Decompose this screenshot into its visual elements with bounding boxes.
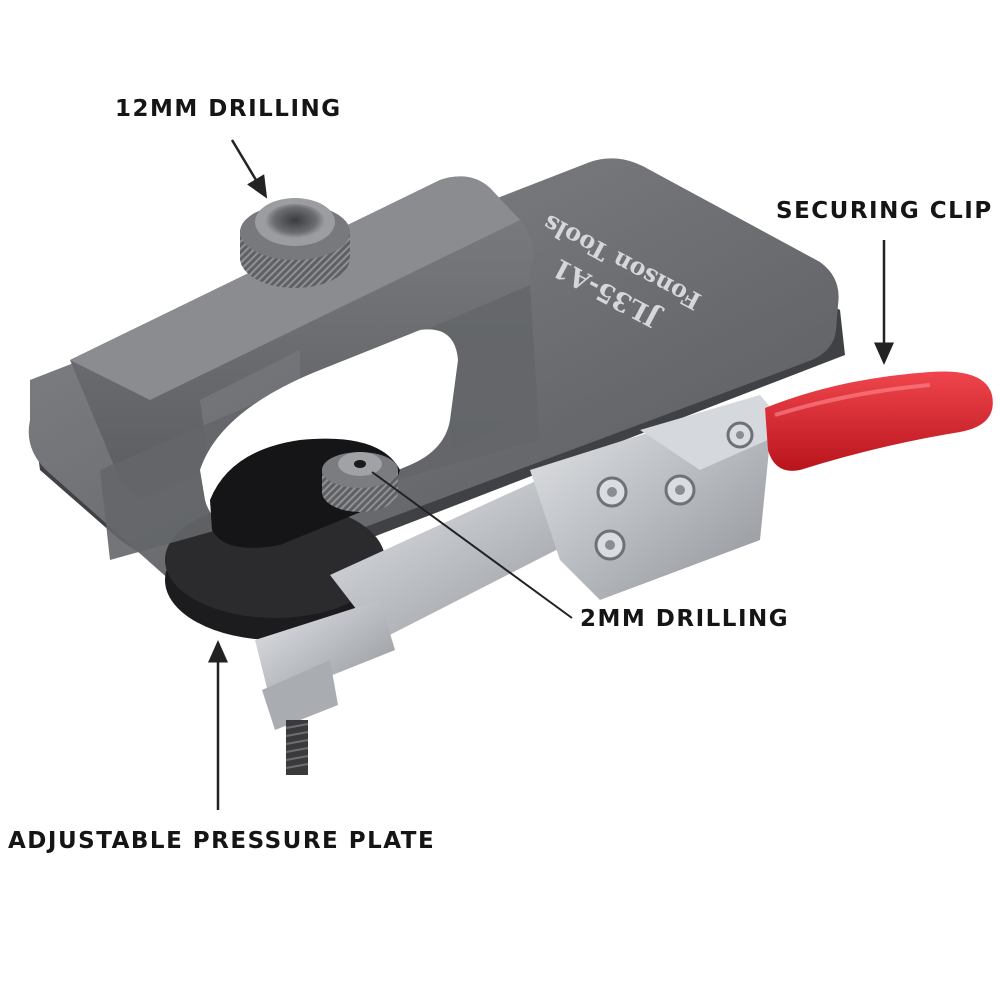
callout-12mm-drilling: 12MM DRILLING bbox=[115, 96, 342, 122]
leader-2mm bbox=[371, 471, 573, 619]
callout-securing-clip: SECURING CLIP bbox=[776, 198, 993, 224]
rivets bbox=[594, 421, 754, 561]
arrow-12mm bbox=[230, 139, 268, 199]
callout-2mm-drilling: 2MM DRILLING bbox=[580, 606, 790, 632]
clamp-handle bbox=[765, 371, 993, 471]
callout-adjustable-pressure-plate: ADJUSTABLE PRESSURE PLATE bbox=[8, 828, 436, 854]
clamp-bar bbox=[330, 470, 615, 640]
